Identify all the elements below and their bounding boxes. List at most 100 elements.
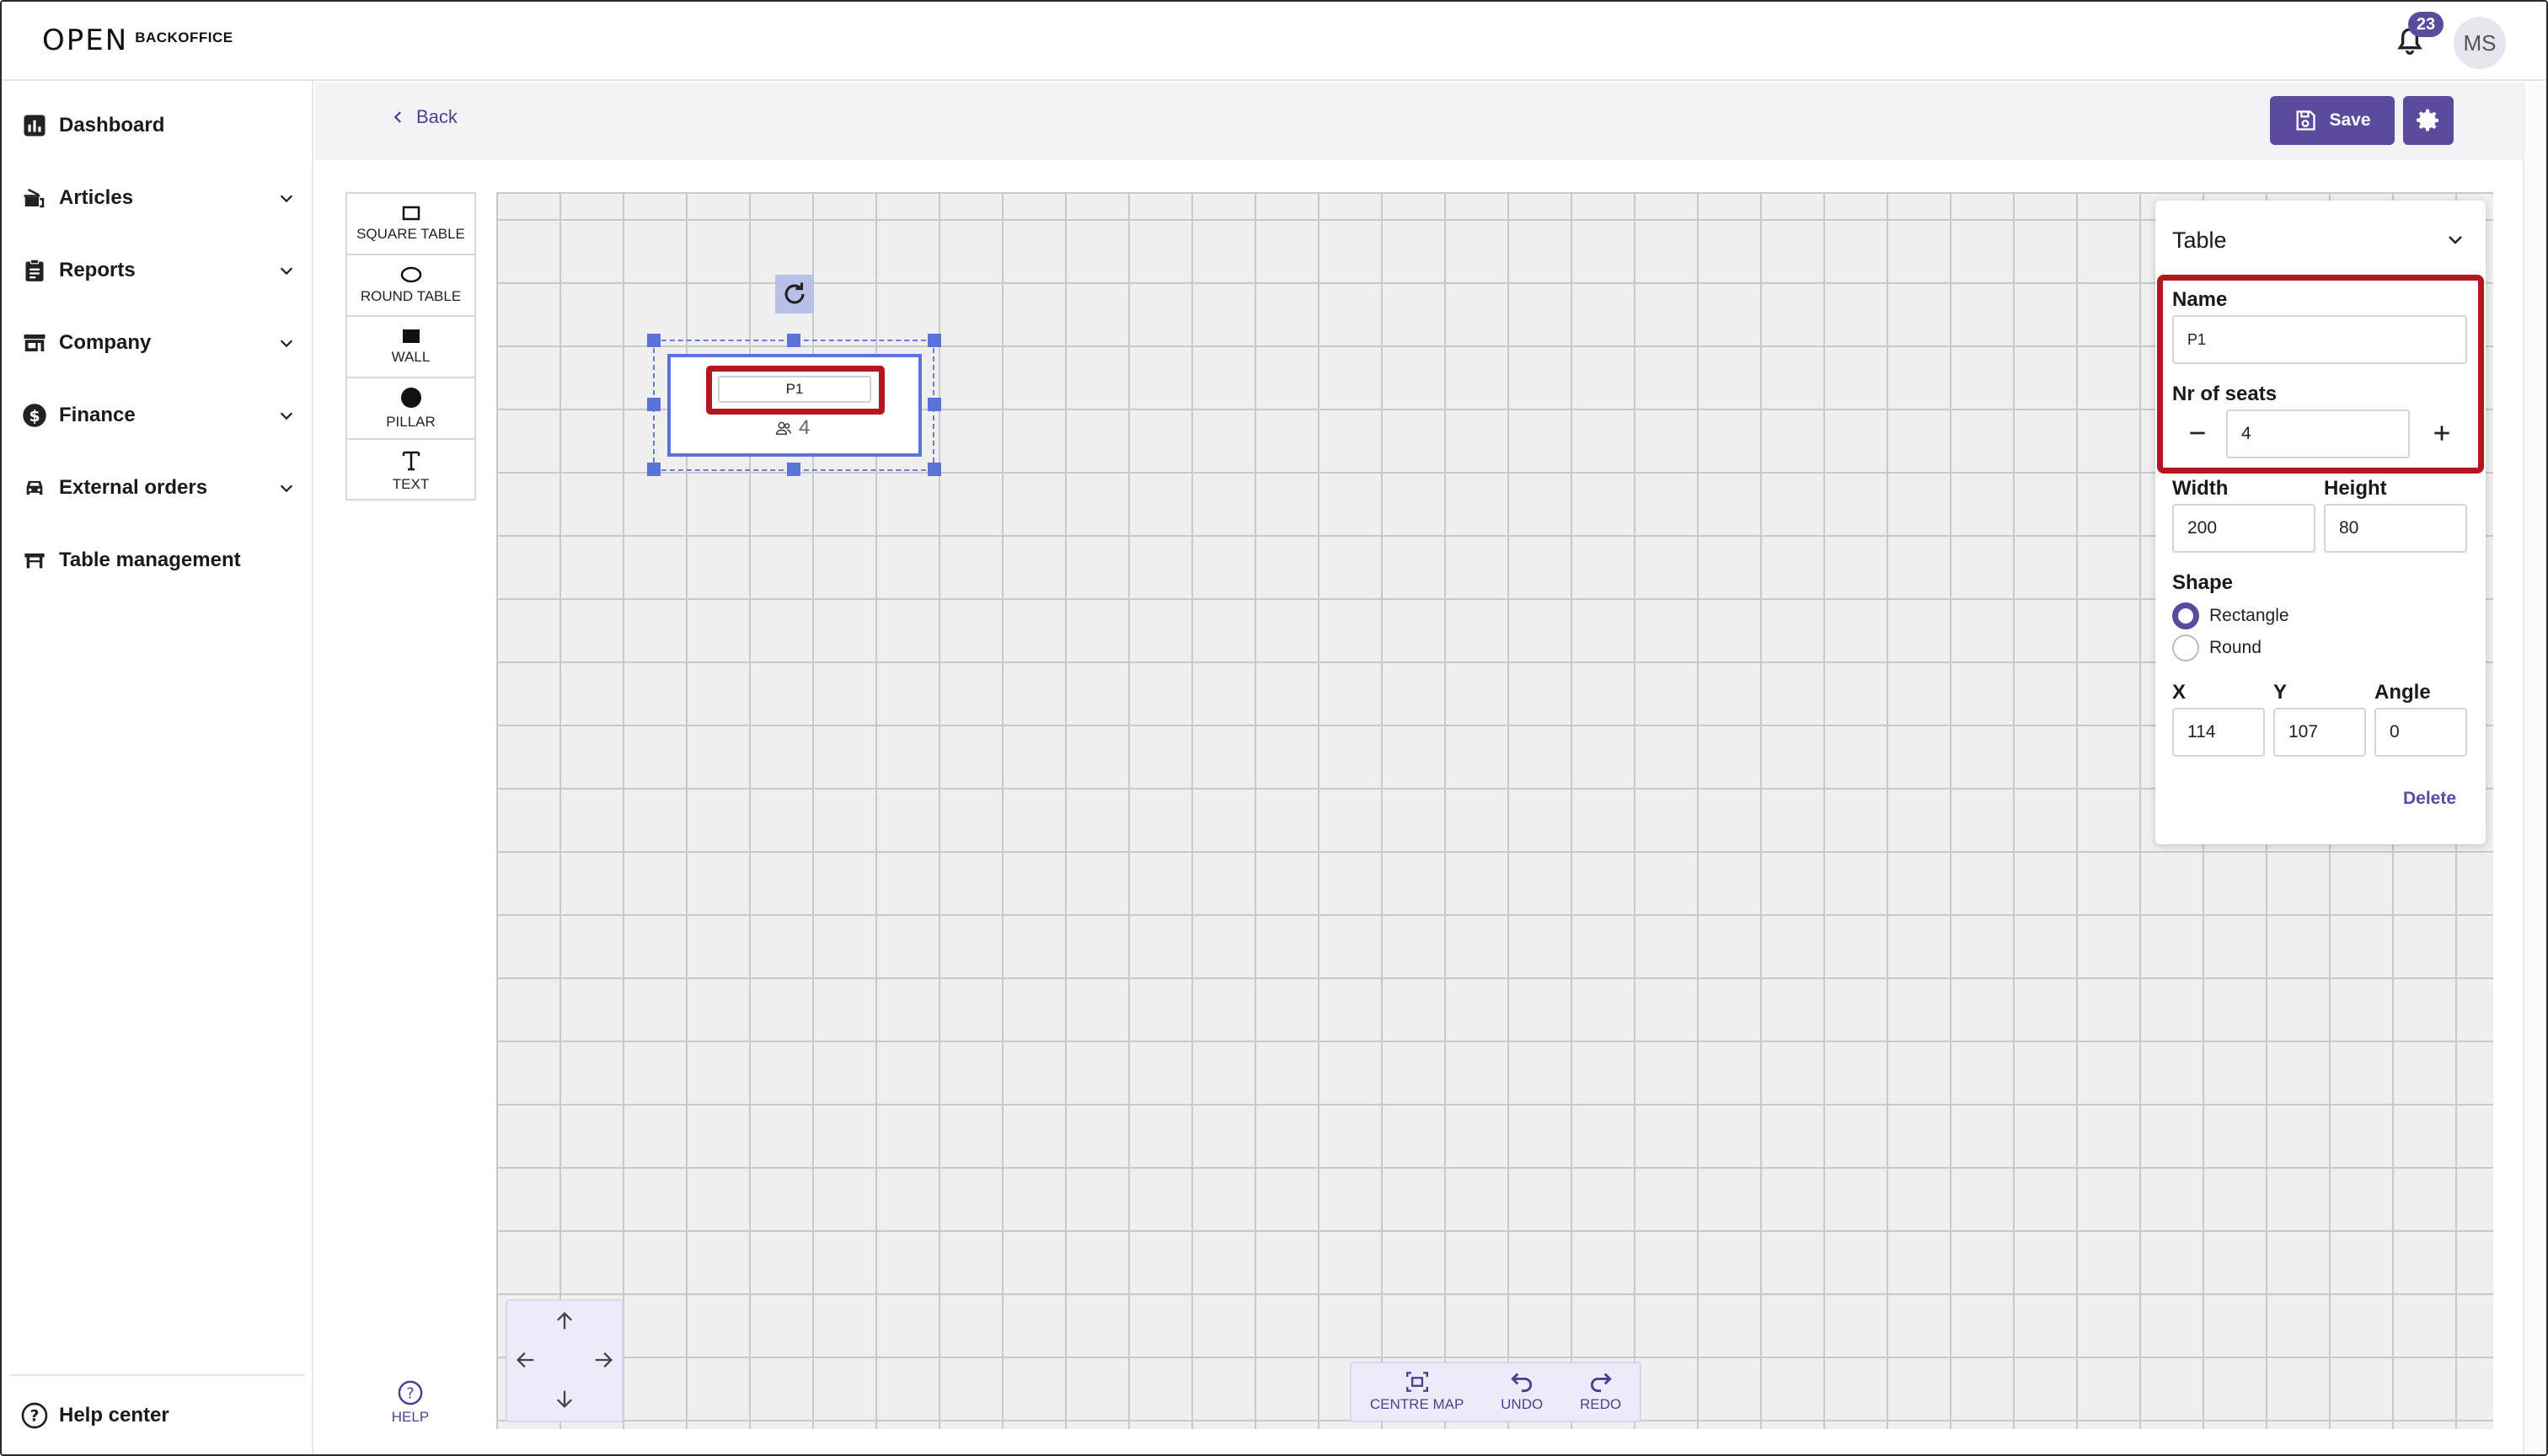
tool-label: SQUARE TABLE [356, 225, 465, 242]
chevron-down-icon [275, 186, 298, 210]
help-center-link[interactable]: ? Help center [20, 1392, 298, 1439]
sidebar-item-label: Reports [59, 259, 136, 281]
back-button[interactable]: Back [391, 106, 458, 128]
sidebar-item-company[interactable]: Company [20, 319, 298, 367]
logo-mark: OPEN [42, 24, 129, 57]
shape-option-rectangle[interactable]: Rectangle [2172, 602, 2289, 629]
sidebar-item-reports[interactable]: Reports [20, 247, 298, 294]
top-bar: OPEN BACKOFFICE 23 MS [2, 2, 2546, 81]
chevron-left-icon [393, 111, 402, 123]
square-icon [402, 206, 420, 220]
minus-icon[interactable] [2181, 416, 2214, 450]
shape-option-label: Rectangle [2209, 606, 2289, 625]
redo-button[interactable]: REDO [1580, 1371, 1621, 1413]
tool-round-table[interactable]: ROUND TABLE [347, 255, 474, 317]
ellipse-icon [400, 266, 421, 282]
resize-handle-s[interactable] [787, 463, 800, 476]
angle-field[interactable]: 0 [2374, 708, 2467, 757]
question-icon: ? [398, 1380, 423, 1405]
sidebar-item-dashboard[interactable]: Dashboard [20, 102, 298, 149]
sidebar-item-label: External orders [59, 476, 208, 499]
centre-map-button[interactable]: CENTRE MAP [1370, 1371, 1464, 1413]
chart-icon [20, 111, 49, 140]
sidebar-item-label: Dashboard [59, 114, 165, 136]
sidebar-item-label: Finance [59, 404, 136, 426]
resize-handle-sw[interactable] [647, 463, 661, 476]
redo-icon [1590, 1373, 1612, 1393]
tool-text[interactable]: TEXT [347, 440, 474, 501]
resize-handle-se[interactable] [928, 463, 941, 476]
centre-map-icon [1405, 1372, 1428, 1392]
name-seats-highlight [2157, 275, 2484, 474]
seats-label: Nr of seats [2172, 383, 2278, 405]
width-field[interactable]: 200 [2172, 504, 2315, 553]
undo-icon [1511, 1373, 1533, 1393]
y-field[interactable]: 107 [2273, 708, 2366, 757]
height-label: Height [2324, 477, 2387, 500]
save-button[interactable]: Save [2270, 96, 2395, 145]
height-field[interactable]: 80 [2324, 504, 2467, 553]
save-label: Save [2329, 110, 2371, 130]
sidebar-item-articles[interactable]: Articles [20, 174, 298, 222]
shape-option-round[interactable]: Round [2172, 634, 2262, 661]
width-label: Width [2172, 477, 2229, 500]
delete-button[interactable]: Delete [2403, 789, 2457, 808]
table-seat-count: 4 [775, 416, 810, 440]
sidebar-item-external-orders[interactable]: External orders [20, 464, 298, 511]
radio-unchecked-icon [2172, 634, 2199, 661]
table-icon [20, 546, 49, 575]
resize-handle-w[interactable] [647, 398, 661, 411]
redo-label: REDO [1579, 1396, 1622, 1412]
sidebar-item-finance[interactable]: $ Finance [20, 392, 298, 439]
tool-label: WALL [391, 348, 431, 365]
undo-button[interactable]: UNDO [1501, 1371, 1543, 1413]
arrow-right-icon[interactable] [588, 1345, 618, 1375]
plus-icon[interactable] [2425, 416, 2459, 450]
seats-field[interactable]: 4 [2226, 410, 2410, 458]
shape-option-label: Round [2209, 638, 2262, 657]
text-icon [402, 451, 420, 470]
arrow-down-icon[interactable] [549, 1384, 580, 1414]
logo[interactable]: OPEN BACKOFFICE [42, 24, 233, 57]
rotate-handle[interactable] [775, 275, 814, 313]
arrow-left-icon[interactable] [511, 1345, 541, 1375]
svg-text:$: $ [29, 408, 40, 426]
name-label: Name [2172, 288, 2228, 311]
canvas-toolbar: CENTRE MAP UNDO REDO [1350, 1362, 1641, 1422]
help-button[interactable]: ? HELP [383, 1380, 438, 1426]
help-label: HELP [391, 1409, 430, 1425]
tool-wall[interactable]: WALL [347, 317, 474, 378]
tool-pillar[interactable]: PILLAR [347, 378, 474, 440]
resize-handle-e[interactable] [928, 398, 941, 411]
pan-control [506, 1299, 624, 1422]
sub-header [315, 83, 2523, 160]
resize-handle-nw[interactable] [647, 334, 661, 347]
people-icon [775, 421, 791, 436]
pillar-icon [400, 387, 421, 408]
chevron-down-icon [275, 476, 298, 500]
logo-word: BACKOFFICE [135, 29, 233, 46]
chevron-down-icon[interactable] [2442, 226, 2469, 253]
store-icon [20, 329, 49, 357]
x-field[interactable]: 114 [2172, 708, 2265, 757]
table-name-label[interactable]: P1 [718, 376, 871, 403]
tool-square-table[interactable]: SQUARE TABLE [347, 194, 474, 255]
avatar[interactable]: MS [2454, 17, 2506, 69]
back-label: Back [416, 106, 458, 127]
resize-handle-n[interactable] [787, 334, 800, 347]
undo-label: UNDO [1501, 1396, 1544, 1412]
vertical-scrollbar[interactable] [2523, 83, 2546, 1454]
arrow-up-icon[interactable] [549, 1306, 580, 1336]
x-label: X [2172, 681, 2187, 704]
sidebar-divider [10, 1374, 305, 1376]
settings-button[interactable] [2403, 96, 2454, 145]
y-label: Y [2273, 681, 2288, 704]
tool-label: ROUND TABLE [360, 287, 462, 304]
sidebar-item-table-management[interactable]: Table management [20, 537, 298, 584]
name-field[interactable]: P1 [2172, 315, 2467, 364]
seat-count-value: 4 [799, 416, 811, 439]
tool-label: PILLAR [386, 413, 436, 430]
notification-badge: 23 [2408, 12, 2444, 37]
resize-handle-ne[interactable] [928, 334, 941, 347]
